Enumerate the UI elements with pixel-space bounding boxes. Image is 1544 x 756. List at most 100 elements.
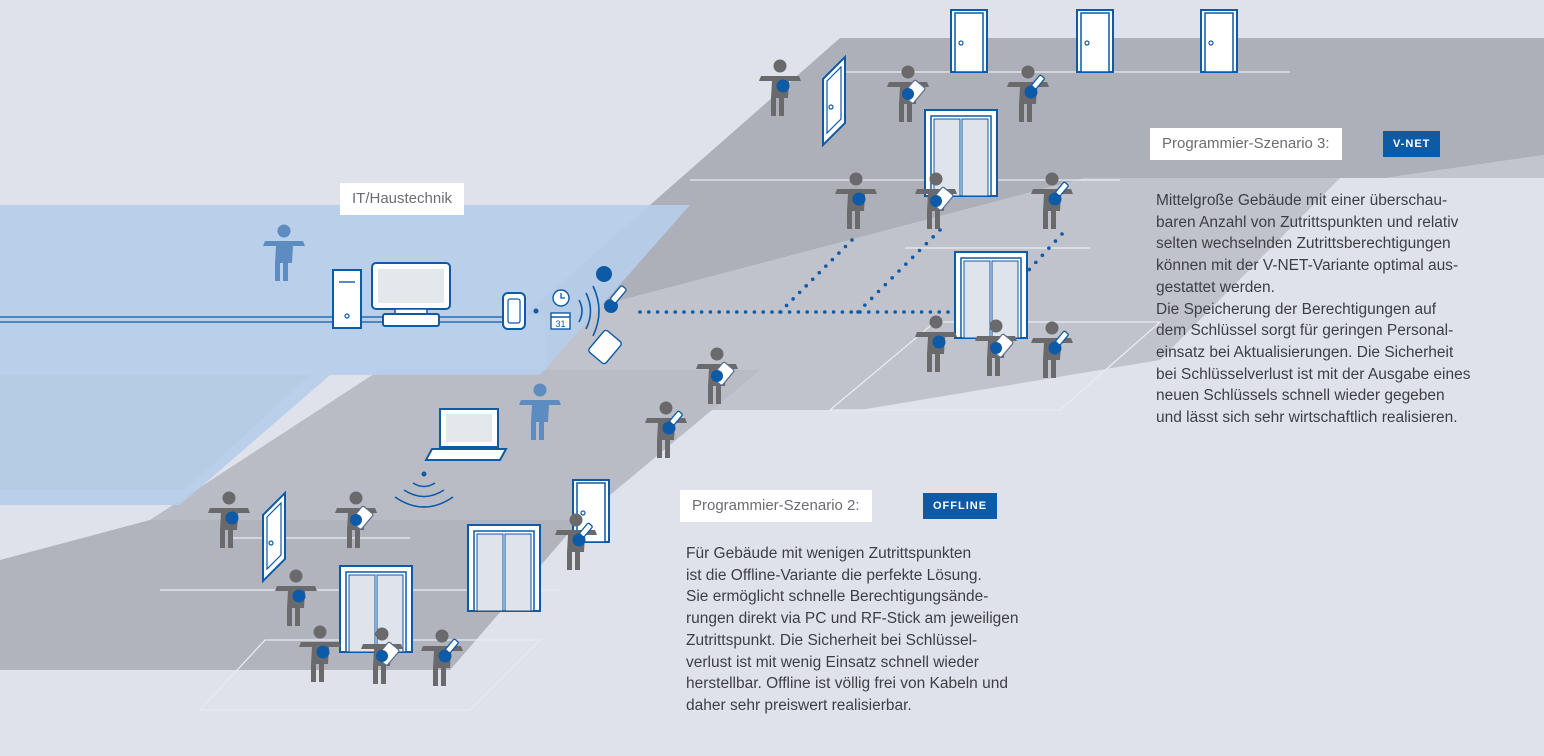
network-dot — [717, 310, 721, 314]
description-line: neuen Schlüssels schnell wieder gegeben — [1156, 387, 1445, 405]
network-dot — [797, 290, 802, 295]
description-line: dem Schlüssel sorgt für geringen Persona… — [1156, 322, 1454, 340]
network-dot — [946, 310, 950, 314]
network-dot — [1047, 246, 1051, 250]
network-dot — [791, 297, 795, 301]
network-dot — [804, 284, 808, 288]
network-dot — [673, 310, 677, 314]
network-dot — [830, 257, 835, 262]
network-dot — [863, 303, 867, 307]
network-dot — [875, 310, 880, 314]
description-line: können mit der V-NET-Variante optimal au… — [1156, 257, 1459, 275]
description-line: selten wechselnden Zutrittsberechtigunge… — [1156, 235, 1451, 253]
network-dot — [770, 310, 774, 314]
description-line: Sie ermöglicht schnelle Berechtigungsänd… — [686, 588, 989, 606]
network-dot — [904, 262, 908, 266]
network-dot — [917, 248, 922, 253]
key-medium-icon — [776, 79, 790, 93]
network-dot — [856, 310, 860, 314]
network-dot — [902, 310, 906, 314]
description-line: ist die Offline-Variante die perfekte Lö… — [686, 566, 982, 584]
network-dot — [814, 310, 818, 314]
network-dot — [897, 269, 901, 273]
door-2 — [1076, 9, 1114, 73]
network-dot — [638, 310, 642, 314]
scenario2-badge: OFFLINE — [923, 493, 998, 519]
description-line: Mittelgroße Gebäude mit einer überschau- — [1156, 192, 1448, 209]
monitor-icon — [371, 262, 451, 327]
network-dot — [928, 310, 933, 314]
keycard-icon — [588, 329, 622, 365]
key-fob-icon — [604, 285, 627, 313]
network-dot — [938, 228, 942, 232]
network-dot — [784, 303, 789, 308]
it-zone — [0, 205, 690, 505]
network-dot — [831, 310, 836, 314]
network-dot — [911, 310, 915, 314]
scenario3-badge: V-NET — [1383, 131, 1441, 157]
scenario3-label: Programmier-Szenario 3: — [1150, 128, 1342, 160]
network-dot — [708, 310, 713, 314]
network-dot — [655, 310, 660, 314]
network-dot — [910, 255, 915, 260]
network-dot — [876, 289, 881, 294]
network-dot — [761, 310, 765, 314]
network-dot — [682, 310, 686, 314]
network-dot — [890, 276, 894, 280]
network-dot — [837, 251, 841, 255]
network-dot — [1040, 253, 1045, 258]
network-dot — [664, 310, 669, 314]
description-line: verlust ist mit wenig Einsatz schnell wi… — [686, 653, 979, 671]
description-line: Die Speicherung der Berechtigungen auf — [1156, 300, 1437, 318]
network-dot — [843, 244, 848, 249]
network-dot — [699, 310, 704, 314]
radio-waves-icon-2 — [394, 482, 454, 508]
network-dot — [840, 310, 845, 314]
network-dot — [787, 310, 792, 314]
network-dot — [691, 310, 695, 314]
description-line: herstellbar. Offline ist völlig frei von… — [686, 675, 1008, 693]
network-dot — [817, 270, 822, 275]
description-line: Zutrittspunkt. Die Sicherheit bei Schlüs… — [686, 631, 978, 649]
network-dot — [823, 310, 827, 314]
key-medium-icon — [316, 645, 330, 659]
network-dot — [867, 310, 871, 314]
scenario3-description: Mittelgroße Gebäude mit einer überschau-… — [1156, 190, 1541, 429]
network-dot — [796, 310, 801, 314]
calendar-day: 31 — [555, 319, 565, 329]
network-dot — [1060, 232, 1064, 236]
key-medium-icon — [225, 511, 239, 525]
network-dot — [752, 310, 757, 314]
description-line: rungen direkt via PC und RF-Stick am jew… — [686, 610, 1019, 628]
calendar-icon: 31 — [550, 312, 571, 330]
network-dot — [919, 310, 924, 314]
door-1 — [950, 9, 988, 73]
description-line: gestattet werden. — [1156, 278, 1275, 296]
network-dot — [810, 277, 815, 282]
network-dot — [726, 310, 730, 314]
network-dot — [1034, 260, 1038, 265]
network-dot — [824, 264, 828, 268]
network-dot — [931, 235, 935, 239]
network-dot — [778, 310, 782, 314]
it-label: IT/Haustechnik — [340, 183, 465, 215]
network-dot — [883, 282, 888, 287]
network-dot — [869, 296, 874, 301]
network-dot — [924, 241, 929, 246]
network-dot — [849, 310, 853, 314]
network-dot — [743, 310, 748, 314]
network-dot — [937, 310, 941, 314]
middle-floor-plane — [545, 178, 1340, 410]
network-dot — [1053, 239, 1058, 243]
network-dot — [647, 310, 651, 314]
description-line: einsatz bei Aktualisierungen. Die Sicher… — [1156, 343, 1454, 361]
description-line: bei Schlüsselverlust ist mit der Ausgabe… — [1156, 365, 1471, 383]
network-dot — [1027, 267, 1032, 272]
key-medium-icon — [932, 335, 946, 349]
network-dot — [805, 310, 809, 314]
description-line: baren Anzahl von Zutrittspunkten und rel… — [1156, 213, 1459, 231]
description-line: und lässt sich sehr wirtschaftlich reali… — [1156, 409, 1458, 427]
